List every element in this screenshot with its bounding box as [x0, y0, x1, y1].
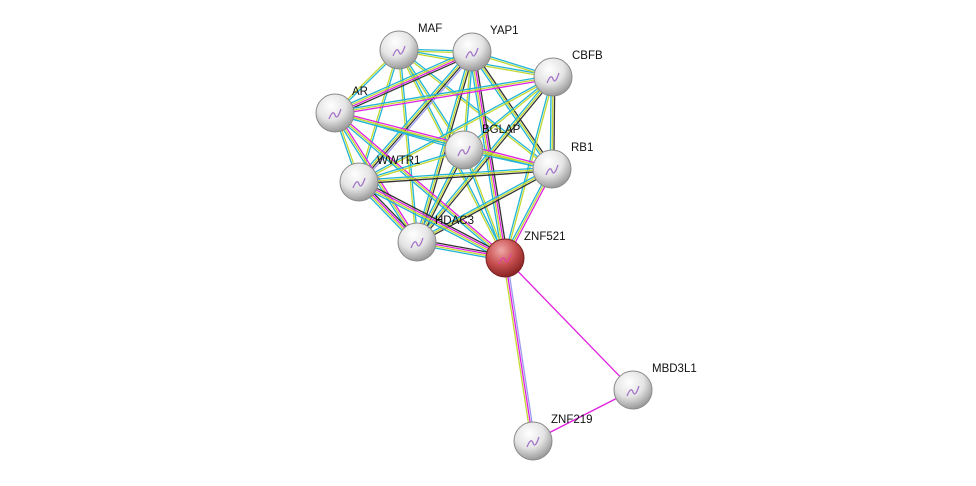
edge-CBFB-AR[interactable]: [334, 74, 554, 116]
edge-evidence-experiments: [359, 180, 506, 258]
node-sphere[interactable]: [339, 162, 379, 202]
protein-structure-icon: [498, 253, 512, 265]
node-mbd3l1[interactable]: MBD3L1: [613, 363, 697, 410]
edge-evidence-database: [333, 113, 505, 260]
edge-evidence-homology: [360, 53, 475, 185]
edge-evidence-database: [414, 51, 471, 242]
edge-AR-ZNF521[interactable]: [333, 111, 507, 260]
edge-evidence-database: [399, 48, 553, 169]
edge-CBFB-HDAC3[interactable]: [415, 75, 555, 244]
edge-evidence-homology: [506, 257, 536, 441]
node-znf219[interactable]: ZNF219: [513, 414, 593, 461]
edge-YAP1-WWTR1[interactable]: [356, 49, 475, 185]
node-label: RB1: [571, 142, 593, 154]
edge-evidence-database: [415, 166, 552, 241]
edge-evidence-database: [358, 166, 552, 181]
edge-evidence-experiments: [504, 257, 634, 391]
edge-evidence-textmining: [471, 51, 553, 170]
node-sphere[interactable]: [485, 238, 525, 278]
edge-evidence-experiments: [335, 78, 554, 116]
protein-structure-icon: [545, 164, 559, 176]
node-hdac3[interactable]: HDAC3: [397, 215, 474, 262]
node-label: WWTR1: [377, 155, 420, 167]
node-label: ZNF219: [551, 414, 593, 426]
protein-structure-icon: [465, 47, 479, 59]
protein-structure-icon: [457, 145, 471, 157]
edge-evidence-textmining: [334, 112, 506, 259]
edge-evidence-textmining: [416, 168, 553, 243]
edge-evidence-coexpression: [472, 50, 555, 169]
edge-evidence-experiments: [335, 110, 553, 168]
node-sphere[interactable]: [379, 30, 419, 70]
node-sphere[interactable]: [444, 130, 484, 170]
edge-evidence-textmining: [358, 168, 553, 183]
edge-evidence-database: [333, 48, 472, 112]
edge-evidence-textmining: [502, 258, 532, 442]
edge-evidence-experiments: [335, 111, 507, 258]
edge-evidence-textmining: [470, 52, 505, 259]
node-maf[interactable]: MAF: [379, 23, 442, 70]
edge-evidence-coexpression: [417, 170, 554, 245]
edge-RB1-HDAC3[interactable]: [415, 166, 554, 245]
protein-structure-icon: [626, 385, 640, 397]
node-label: CBFB: [572, 50, 603, 62]
edge-evidence-coexpression: [359, 52, 474, 184]
edge-evidence-database: [415, 75, 553, 242]
node-sphere[interactable]: [533, 57, 573, 97]
node-label: MAF: [418, 23, 442, 35]
node-label: AR: [352, 86, 368, 98]
edge-evidence-coexpression: [359, 170, 553, 185]
edge-evidence-textmining: [416, 51, 473, 243]
node-rb1[interactable]: RB1: [532, 142, 593, 189]
node-znf521[interactable]: ZNF521: [485, 231, 566, 278]
edge-evidence-coexpression: [359, 179, 507, 257]
edge-evidence-database: [503, 76, 553, 258]
node-label: YAP1: [490, 25, 519, 37]
edge-ZNF521-ZNF219[interactable]: [502, 257, 536, 442]
edge-evidence-experiments: [335, 52, 473, 115]
edge-YAP1-AR[interactable]: [333, 48, 474, 117]
edge-WWTR1-ZNF521[interactable]: [357, 179, 507, 261]
node-sphere[interactable]: [315, 93, 355, 133]
protein-structure-icon: [352, 177, 366, 189]
edge-evidence-textmining: [505, 77, 555, 259]
node-yap1[interactable]: YAP1: [452, 25, 519, 72]
protein-structure-icon: [410, 237, 424, 249]
edge-evidence-textmining: [334, 76, 554, 114]
protein-structure-icon: [328, 108, 342, 120]
edge-evidence-database: [334, 74, 553, 112]
node-wwtr1[interactable]: WWTR1: [339, 155, 420, 202]
node-sphere[interactable]: [397, 222, 437, 262]
edge-evidence-textmining: [416, 76, 554, 243]
node-label: ZNF521: [524, 231, 566, 243]
node-bglap[interactable]: BGLAP: [444, 124, 521, 170]
edge-evidence-database: [357, 183, 505, 261]
node-sphere[interactable]: [513, 421, 553, 461]
node-sphere[interactable]: [532, 149, 572, 189]
protein-structure-icon: [392, 45, 406, 57]
node-label: MBD3L1: [652, 363, 697, 375]
edge-evidence-coexpression: [335, 53, 474, 117]
node-label: BGLAP: [482, 124, 521, 136]
edge-evidence-textmining: [334, 50, 472, 113]
node-ar[interactable]: AR: [315, 86, 368, 133]
node-label: HDAC3: [435, 215, 474, 227]
edge-evidence-database: [356, 49, 471, 181]
edge-RB1-WWTR1[interactable]: [358, 166, 553, 185]
edge-evidence-textmining: [358, 182, 505, 260]
node-sphere[interactable]: [613, 370, 653, 410]
protein-structure-icon: [546, 72, 560, 84]
protein-structure-icon: [526, 436, 540, 448]
node-cbfb[interactable]: CBFB: [533, 50, 603, 97]
edge-evidence-textmining: [357, 50, 472, 182]
edge-evidence-coexpression: [417, 77, 555, 244]
edge-ZNF521-MBD3L1[interactable]: [504, 257, 634, 391]
node-sphere[interactable]: [452, 32, 492, 72]
edges-layer: [332, 48, 634, 442]
edge-evidence-experiments: [504, 257, 534, 442]
edge-CBFB-ZNF521[interactable]: [503, 76, 555, 259]
edge-evidence-textmining: [359, 77, 554, 184]
